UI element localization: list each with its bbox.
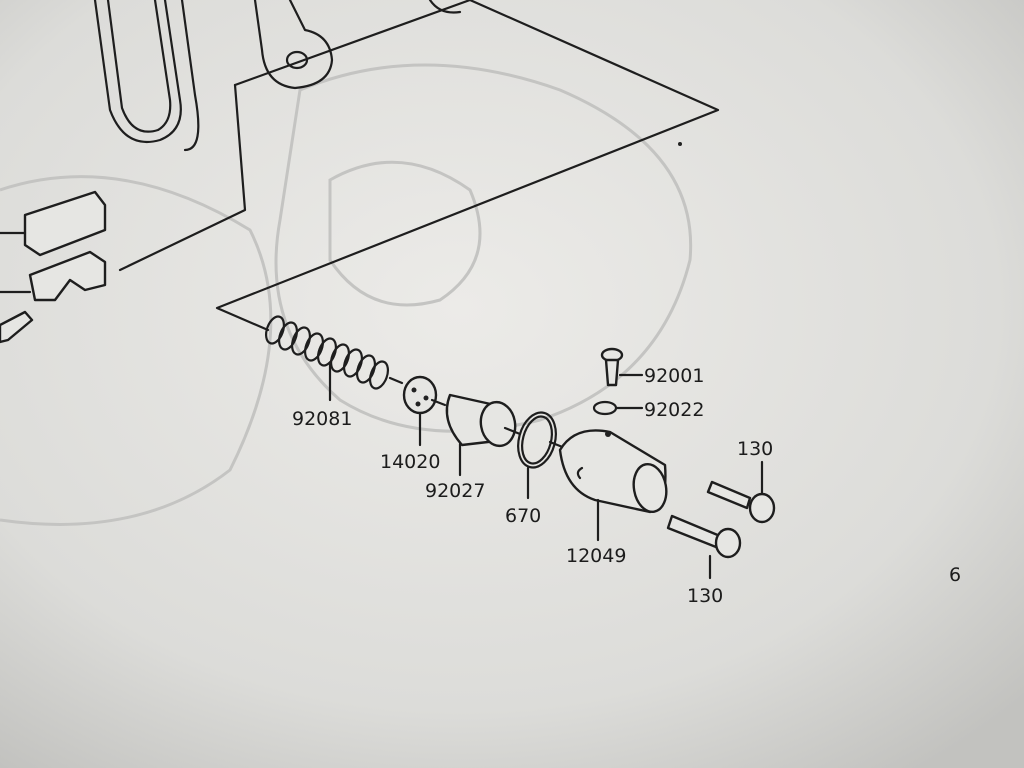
spring-92081 [264,315,404,402]
label-130-lower: 130 [687,585,723,607]
label-92022: 92022 [644,399,704,421]
label-670: 670 [505,505,541,527]
label-14020: 14020 [380,451,440,473]
faint-background-drawing [0,63,693,526]
label-12049: 12049 [566,545,626,567]
bolt-lower-130 [666,514,742,580]
washer-92022 [592,400,644,416]
upper-mechanism-drawing [93,0,720,332]
label-92027: 92027 [425,480,485,502]
left-blocks-drawing [0,190,107,344]
cylinder-body-12049 [558,429,668,542]
label-92081: 92081 [292,408,352,430]
piston-92027 [445,393,522,477]
piston-cap-14020 [402,375,447,447]
page-number: 6 [949,564,961,586]
label-130-upper: 130 [737,438,773,460]
screw-92001 [600,347,644,387]
label-92001: 92001 [644,365,704,387]
bolt-upper-130 [706,460,776,524]
